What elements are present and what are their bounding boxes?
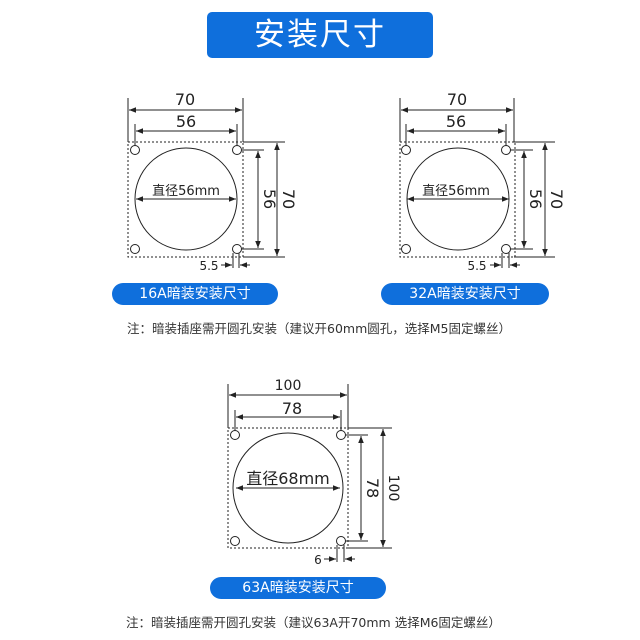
dim-outer-width: 100: [275, 378, 302, 394]
screw-hole: [501, 244, 511, 254]
dim-outer-height: 100: [385, 475, 401, 502]
diagram-63a: [227, 384, 392, 562]
screw-hole: [401, 244, 411, 254]
screw-hole: [336, 536, 346, 546]
screw-hole: [130, 244, 140, 254]
dim-vertical-hole-spacing: 78: [363, 478, 382, 498]
cutout-circle: [134, 147, 238, 251]
dim-diameter: 直径56mm: [152, 184, 220, 199]
note-63a: 注：暗装插座需开圆孔安装（建议63A开70mm 选择M6固定螺丝）: [126, 615, 501, 630]
dim-vertical-hole-spacing: 56: [526, 189, 545, 209]
dim-outer-width: 70: [175, 90, 195, 109]
dim-diameter: 直径68mm: [246, 469, 330, 488]
label-16a: 16A暗装安装尺寸: [112, 283, 278, 305]
dim-vertical-hole-spacing: 56: [260, 189, 279, 209]
dim-outer-height: 70: [547, 189, 566, 209]
screw-hole: [130, 145, 140, 155]
panel-outline: [127, 141, 244, 258]
note-16a-32a: 注：暗装插座需开圆孔安装（建议开60mm圆孔，选择M5固定螺丝）: [127, 321, 511, 336]
screw-hole: [232, 244, 242, 254]
panel-outline: [227, 427, 349, 549]
screw-hole: [336, 430, 346, 440]
label-32a: 32A暗装安装尺寸: [381, 283, 549, 305]
dim-outer-height: 70: [279, 189, 298, 209]
screw-hole: [230, 430, 240, 440]
dim-hole-spacing: 56: [446, 112, 466, 131]
screw-hole: [230, 536, 240, 546]
dim-edge-offset: 5.5: [467, 259, 486, 273]
page-title: 安装尺寸: [207, 12, 433, 58]
dim-diameter: 直径56mm: [422, 184, 490, 199]
panel-outline: [399, 141, 516, 258]
dim-edge-offset: 6: [314, 553, 322, 567]
dim-edge-offset: 5.5: [199, 259, 218, 273]
dim-outer-width: 70: [447, 90, 467, 109]
diagram-32a: [399, 98, 555, 268]
dim-hole-spacing: 78: [282, 399, 302, 418]
cutout-circle: [232, 432, 344, 544]
dim-hole-spacing: 56: [176, 112, 196, 131]
label-63a: 63A暗装安装尺寸: [210, 577, 386, 599]
screw-hole: [401, 145, 411, 155]
diagram-16a: [127, 98, 285, 268]
screw-hole: [501, 145, 511, 155]
screw-hole: [232, 145, 242, 155]
